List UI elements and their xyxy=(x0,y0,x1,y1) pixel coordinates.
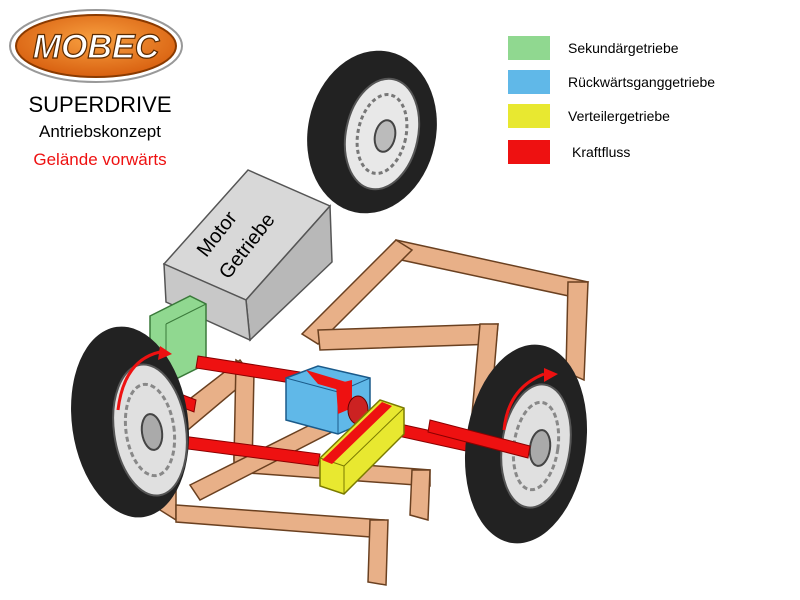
product-title: SUPERDRIVE xyxy=(28,92,172,117)
rear-wheel-top xyxy=(307,50,437,214)
engine-gearbox-block: Motor Getriebe xyxy=(162,169,333,342)
legend-label-powerflow: Kraftfluss xyxy=(572,144,631,160)
legend-label-reverse: Rückwärtsganggetriebe xyxy=(568,74,716,90)
legend-swatch-transfer xyxy=(508,104,550,128)
legend-swatch-powerflow xyxy=(508,140,550,164)
legend-item-reverse: Rückwärtsganggetriebe xyxy=(508,70,798,96)
front-left-wheel xyxy=(71,326,189,518)
reverse-gearbox xyxy=(285,365,371,435)
concept-subtitle: Antriebskonzept xyxy=(39,122,161,141)
legend-label-secondary: Sekundärgetriebe xyxy=(568,40,679,56)
legend-item-transfer: Verteilergetriebe xyxy=(508,104,798,130)
mode-label: Gelände vorwärts xyxy=(33,150,167,169)
logo-text: MOBEC xyxy=(33,28,160,66)
legend-item-powerflow: Kraftfluss xyxy=(508,140,798,166)
legend-swatch-secondary xyxy=(508,36,550,60)
right-axle-shaft xyxy=(427,419,531,459)
legend-swatch-reverse xyxy=(508,70,550,94)
front-right-wheel xyxy=(464,344,588,544)
legend-item-secondary: Sekundärgetriebe xyxy=(508,36,798,62)
transfer-gearbox xyxy=(319,399,405,495)
mobec-logo: MOBEC xyxy=(9,9,183,83)
legend-label-transfer: Verteilergetriebe xyxy=(568,108,670,124)
